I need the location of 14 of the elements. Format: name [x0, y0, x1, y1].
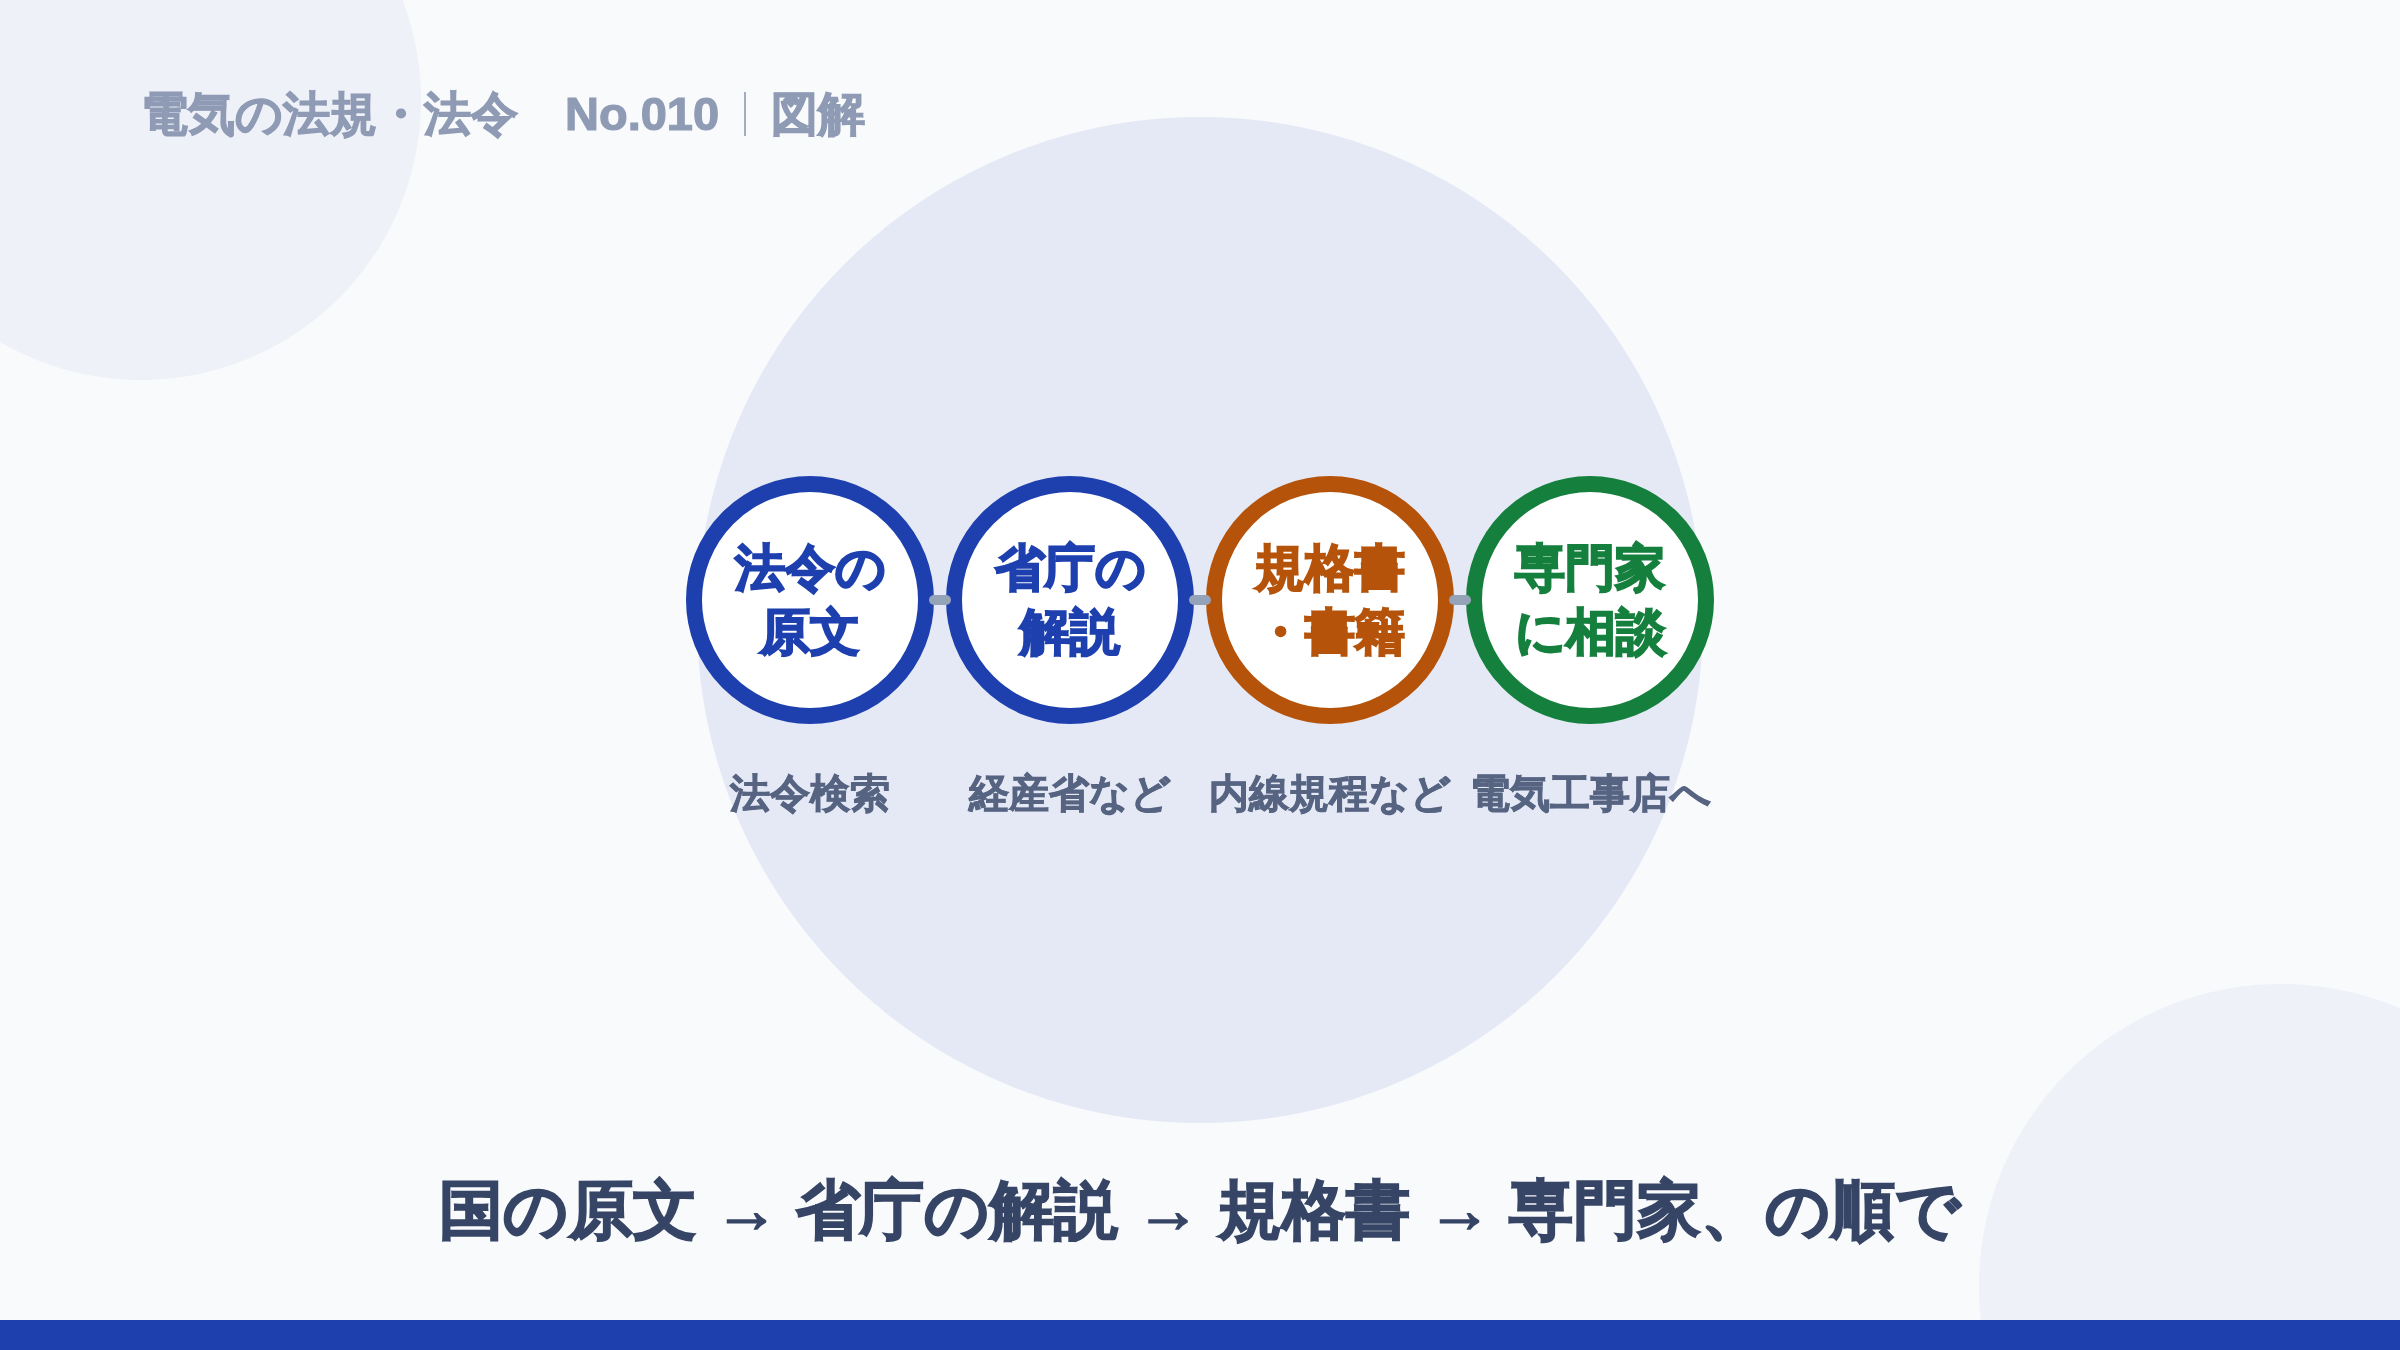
step-caption: 経産省など	[969, 770, 1171, 817]
step-label: 専門家に相談	[1513, 539, 1667, 662]
header-title: 電気の法規・法令 No.010	[141, 86, 720, 142]
step-caption: 電気工事店へ	[1469, 770, 1711, 817]
step-label: 法令の原文	[733, 539, 887, 662]
connector-line	[1449, 595, 1471, 605]
connector-line	[929, 595, 951, 605]
caption-text: 国の原文 → 省庁の解説 → 規格書 → 専門家、の順で	[438, 1173, 1962, 1248]
connector-line	[1189, 595, 1211, 605]
header-label: 図解	[771, 86, 866, 142]
step-caption: 内線規程など	[1209, 770, 1451, 817]
step-label: 省庁の解説	[993, 539, 1147, 662]
step-caption: 法令検索	[730, 770, 890, 817]
step-label: 規格書・書籍	[1254, 539, 1406, 662]
